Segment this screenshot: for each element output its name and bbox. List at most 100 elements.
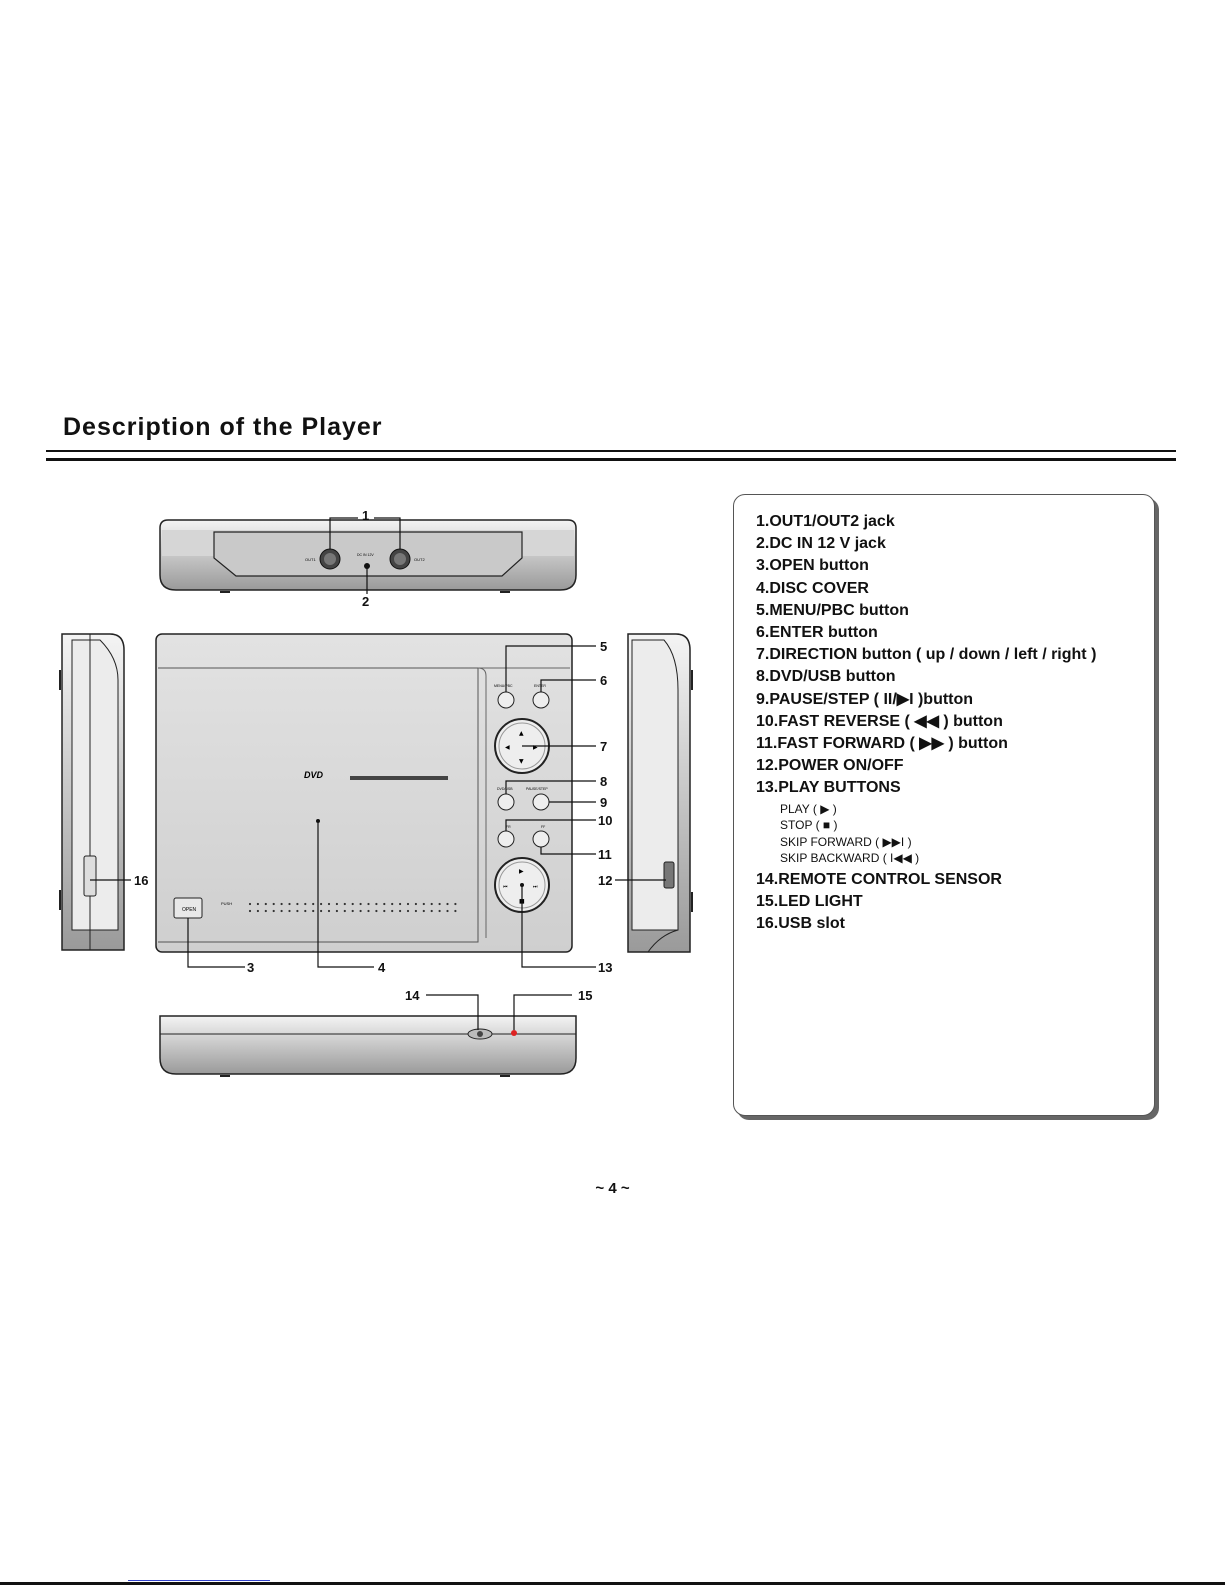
open-label: OPEN [182,907,197,913]
svg-text:▼: ▼ [519,758,524,765]
callout-1: 1 [362,508,370,523]
speaker-dot [422,909,425,913]
part-1: 1.OUT1/OUT2 jack [756,513,895,530]
out1-label: OUT1 [305,557,316,562]
fr-button [497,830,515,848]
top-view: OUT1 OUT2 DC IN 12V [159,519,577,593]
callout-9: 9 [600,795,608,810]
speaker-dot [406,902,410,906]
part-3: 3.OPEN button [756,557,869,575]
enter-button [532,691,550,709]
speaker-dot [280,902,283,906]
speaker-dot [343,909,346,913]
speaker-dot [327,902,331,906]
play-button-skip-forward: SKIP FORWARD ( ▶▶I ) [780,834,912,849]
speaker-dot [343,902,346,906]
speaker-dot [399,909,402,913]
title-rule-thick [46,458,1176,461]
speaker-dot [406,909,410,913]
speaker-dot [256,909,259,913]
play-button-skip-backward: SKIP BACKWARD ( I◀◀ ) [780,851,920,866]
speaker-dot [375,909,378,913]
bottom-view [159,1015,577,1077]
speaker-dot [264,902,267,906]
svg-text:⏮: ⏮ [503,884,508,890]
page-title: Description of the Player [63,413,383,441]
enter-label: ENTER [534,684,546,688]
callout-6: 6 [600,673,608,688]
callout-12: 12 [598,873,613,888]
speaker-dot [335,909,338,913]
part-16: 16.USB slot [756,915,845,933]
speaker-dot [327,909,331,913]
speaker-dot [304,909,307,913]
pause-step-label: PAUSE/STEP [526,787,548,791]
speaker-dot [288,902,291,906]
part-13: 13.PLAY BUTTONS [756,779,901,797]
speaker-dot [280,909,283,913]
svg-text:◀: ◀ [505,744,510,751]
speaker-dots [248,902,457,913]
page-number: ~ 4 ~ [595,1180,630,1197]
part-14: 14.REMOTE CONTROL SENSOR [756,871,1002,889]
speaker-dot [414,909,417,913]
part-4: 4.DISC COVER [756,579,869,597]
part-2: 2.DC IN 12 V jack [756,535,886,553]
part-11: 11.FAST FORWARD ( ▶▶ ) button [756,735,1008,753]
speaker-dot [454,909,457,913]
footer-link-underline [128,1580,270,1581]
callout-16: 16 [134,873,149,888]
speaker-dot [367,902,370,906]
part-5: 5.MENU/PBC button [756,601,909,619]
callout-10: 10 [598,813,613,828]
parts-legend: 1.OUT1/OUT2 jack 2.DC IN 12 V jack 3.OPE… [733,494,1155,1116]
speaker-dot [312,909,315,913]
player-diagram: OUT1 OUT2 DC IN 12V DVD OPEN PUSH MENU/P… [59,517,693,1077]
speaker-dot [438,902,441,906]
speaker-dot [335,902,338,906]
push-label: PUSH [221,901,232,906]
dc-in-label: DC IN 12V [357,553,374,557]
speaker-dot [414,902,417,906]
speaker-dot [422,902,425,906]
play-button-play: PLAY ( ▶ ) [780,801,837,816]
speaker-dot [399,902,402,906]
title-rule [46,450,1176,452]
speaker-dot [272,902,275,906]
menu-pbc-button [497,691,515,709]
left-side-view [59,633,125,951]
menu-pbc-label: MENU/PBC [494,684,513,688]
callout-7: 7 [600,739,608,754]
speaker-dot [320,902,323,906]
speaker-dot [296,909,299,913]
speaker-dot [391,909,394,913]
part-9: 9.PAUSE/STEP ( II/▶I )button [756,690,974,708]
part-15: 15.LED LIGHT [756,893,863,911]
speaker-dot [359,902,362,906]
callout-5: 5 [600,639,608,654]
speaker-dot [312,902,315,906]
speaker-dot [391,902,394,906]
speaker-dot [383,902,386,906]
callout-13: 13 [598,960,613,975]
svg-text:▲: ▲ [519,730,524,737]
part-12: 12.POWER ON/OFF [756,757,904,775]
callout-lines [90,517,666,1030]
speaker-dot [430,909,433,913]
speaker-dot [320,909,323,913]
svg-text:▶: ▶ [533,744,538,751]
speaker-dot [248,902,252,906]
speaker-dot [375,902,378,906]
speaker-dot [264,909,267,913]
speaker-dot [438,909,441,913]
ff-label: FF [541,825,545,829]
callout-11: 11 [598,847,612,862]
out2-label: OUT2 [414,557,425,562]
speaker-dot [430,902,433,906]
ff-button [532,830,550,848]
speaker-dot [454,902,457,906]
part-7: 7.DIRECTION button ( up / down / left / … [756,646,1097,664]
speaker-dot [272,909,275,913]
dvd-logo: DVD [304,770,324,780]
callout-3: 3 [247,960,255,975]
